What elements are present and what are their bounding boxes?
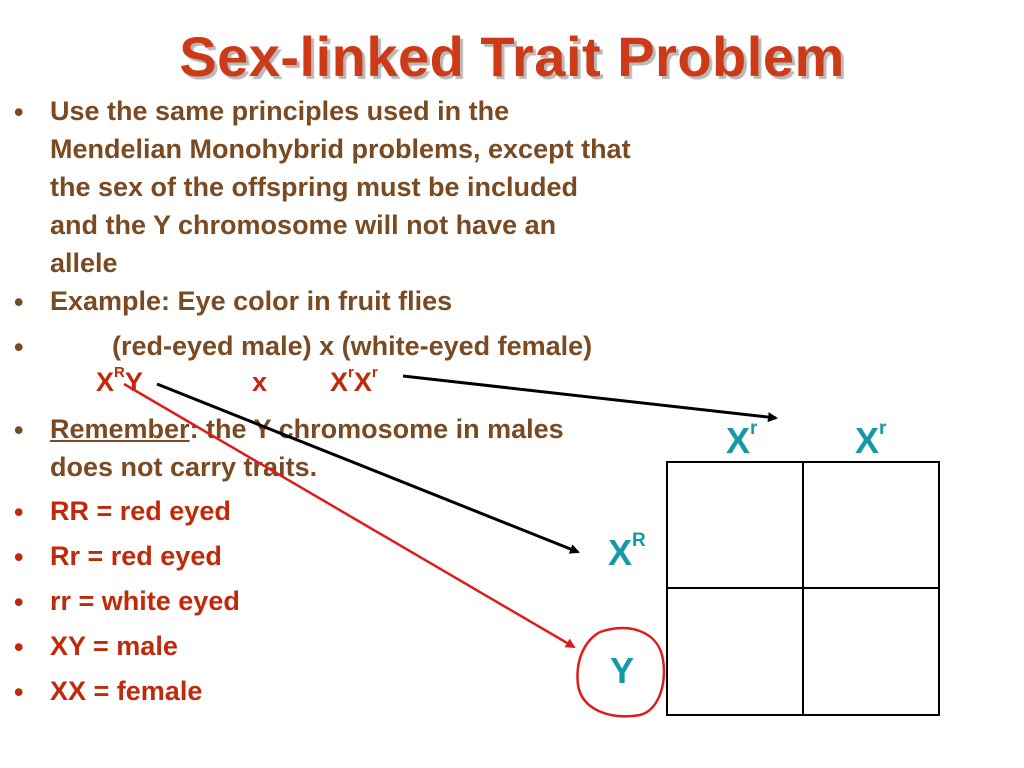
bullet-marker: •	[14, 97, 24, 127]
slide-title: Sex-linked Trait Problem	[179, 25, 845, 88]
punnett-cell	[668, 589, 804, 714]
arrow-black-icon	[156, 382, 580, 554]
bullet-text-6: Rr = red eyed	[50, 541, 222, 571]
female-genotype: XrXr	[330, 364, 378, 397]
bullet-marker: •	[14, 332, 24, 362]
punnett-row-header-2: Y	[610, 650, 635, 691]
bullet-marker: •	[14, 677, 24, 707]
bullet-marker: •	[14, 497, 24, 527]
bullet-marker: •	[14, 632, 24, 662]
bullet-marker: •	[14, 587, 24, 617]
bullet-text-2: Example: Eye color in fruit flies	[50, 286, 453, 316]
bullet-text-1: Use the same principles used in the Mend…	[50, 96, 631, 278]
punnett-row-header-1: XR	[608, 530, 646, 573]
bullet-text-8: XY = male	[50, 631, 178, 661]
bullet-marker: •	[14, 287, 24, 317]
arrow-black-icon	[402, 374, 778, 423]
bullet-text-4: Remember: the Y chromosome in males does…	[50, 414, 564, 482]
cross-symbol: x	[252, 367, 268, 397]
bullet-text-5: RR = red eyed	[50, 496, 231, 526]
punnett-cell	[668, 463, 804, 589]
punnett-col-header-2: Xr	[855, 418, 887, 461]
bullet-marker: •	[14, 415, 24, 445]
punnett-square	[666, 461, 940, 716]
punnett-cell	[804, 463, 938, 589]
punnett-col-header-1: Xr	[726, 418, 758, 461]
bullet-text-7: rr = white eyed	[50, 586, 240, 616]
remember-label: Remember	[50, 414, 190, 444]
bullet-marker: •	[14, 542, 24, 572]
male-genotype: XRY	[96, 364, 143, 397]
circle-annotation-icon	[576, 626, 666, 718]
bullet-text-9: XX = female	[50, 676, 203, 706]
arrow-red-icon	[123, 382, 576, 649]
bullet-text-3: (red-eyed male) x (white-eyed female)	[112, 331, 593, 361]
